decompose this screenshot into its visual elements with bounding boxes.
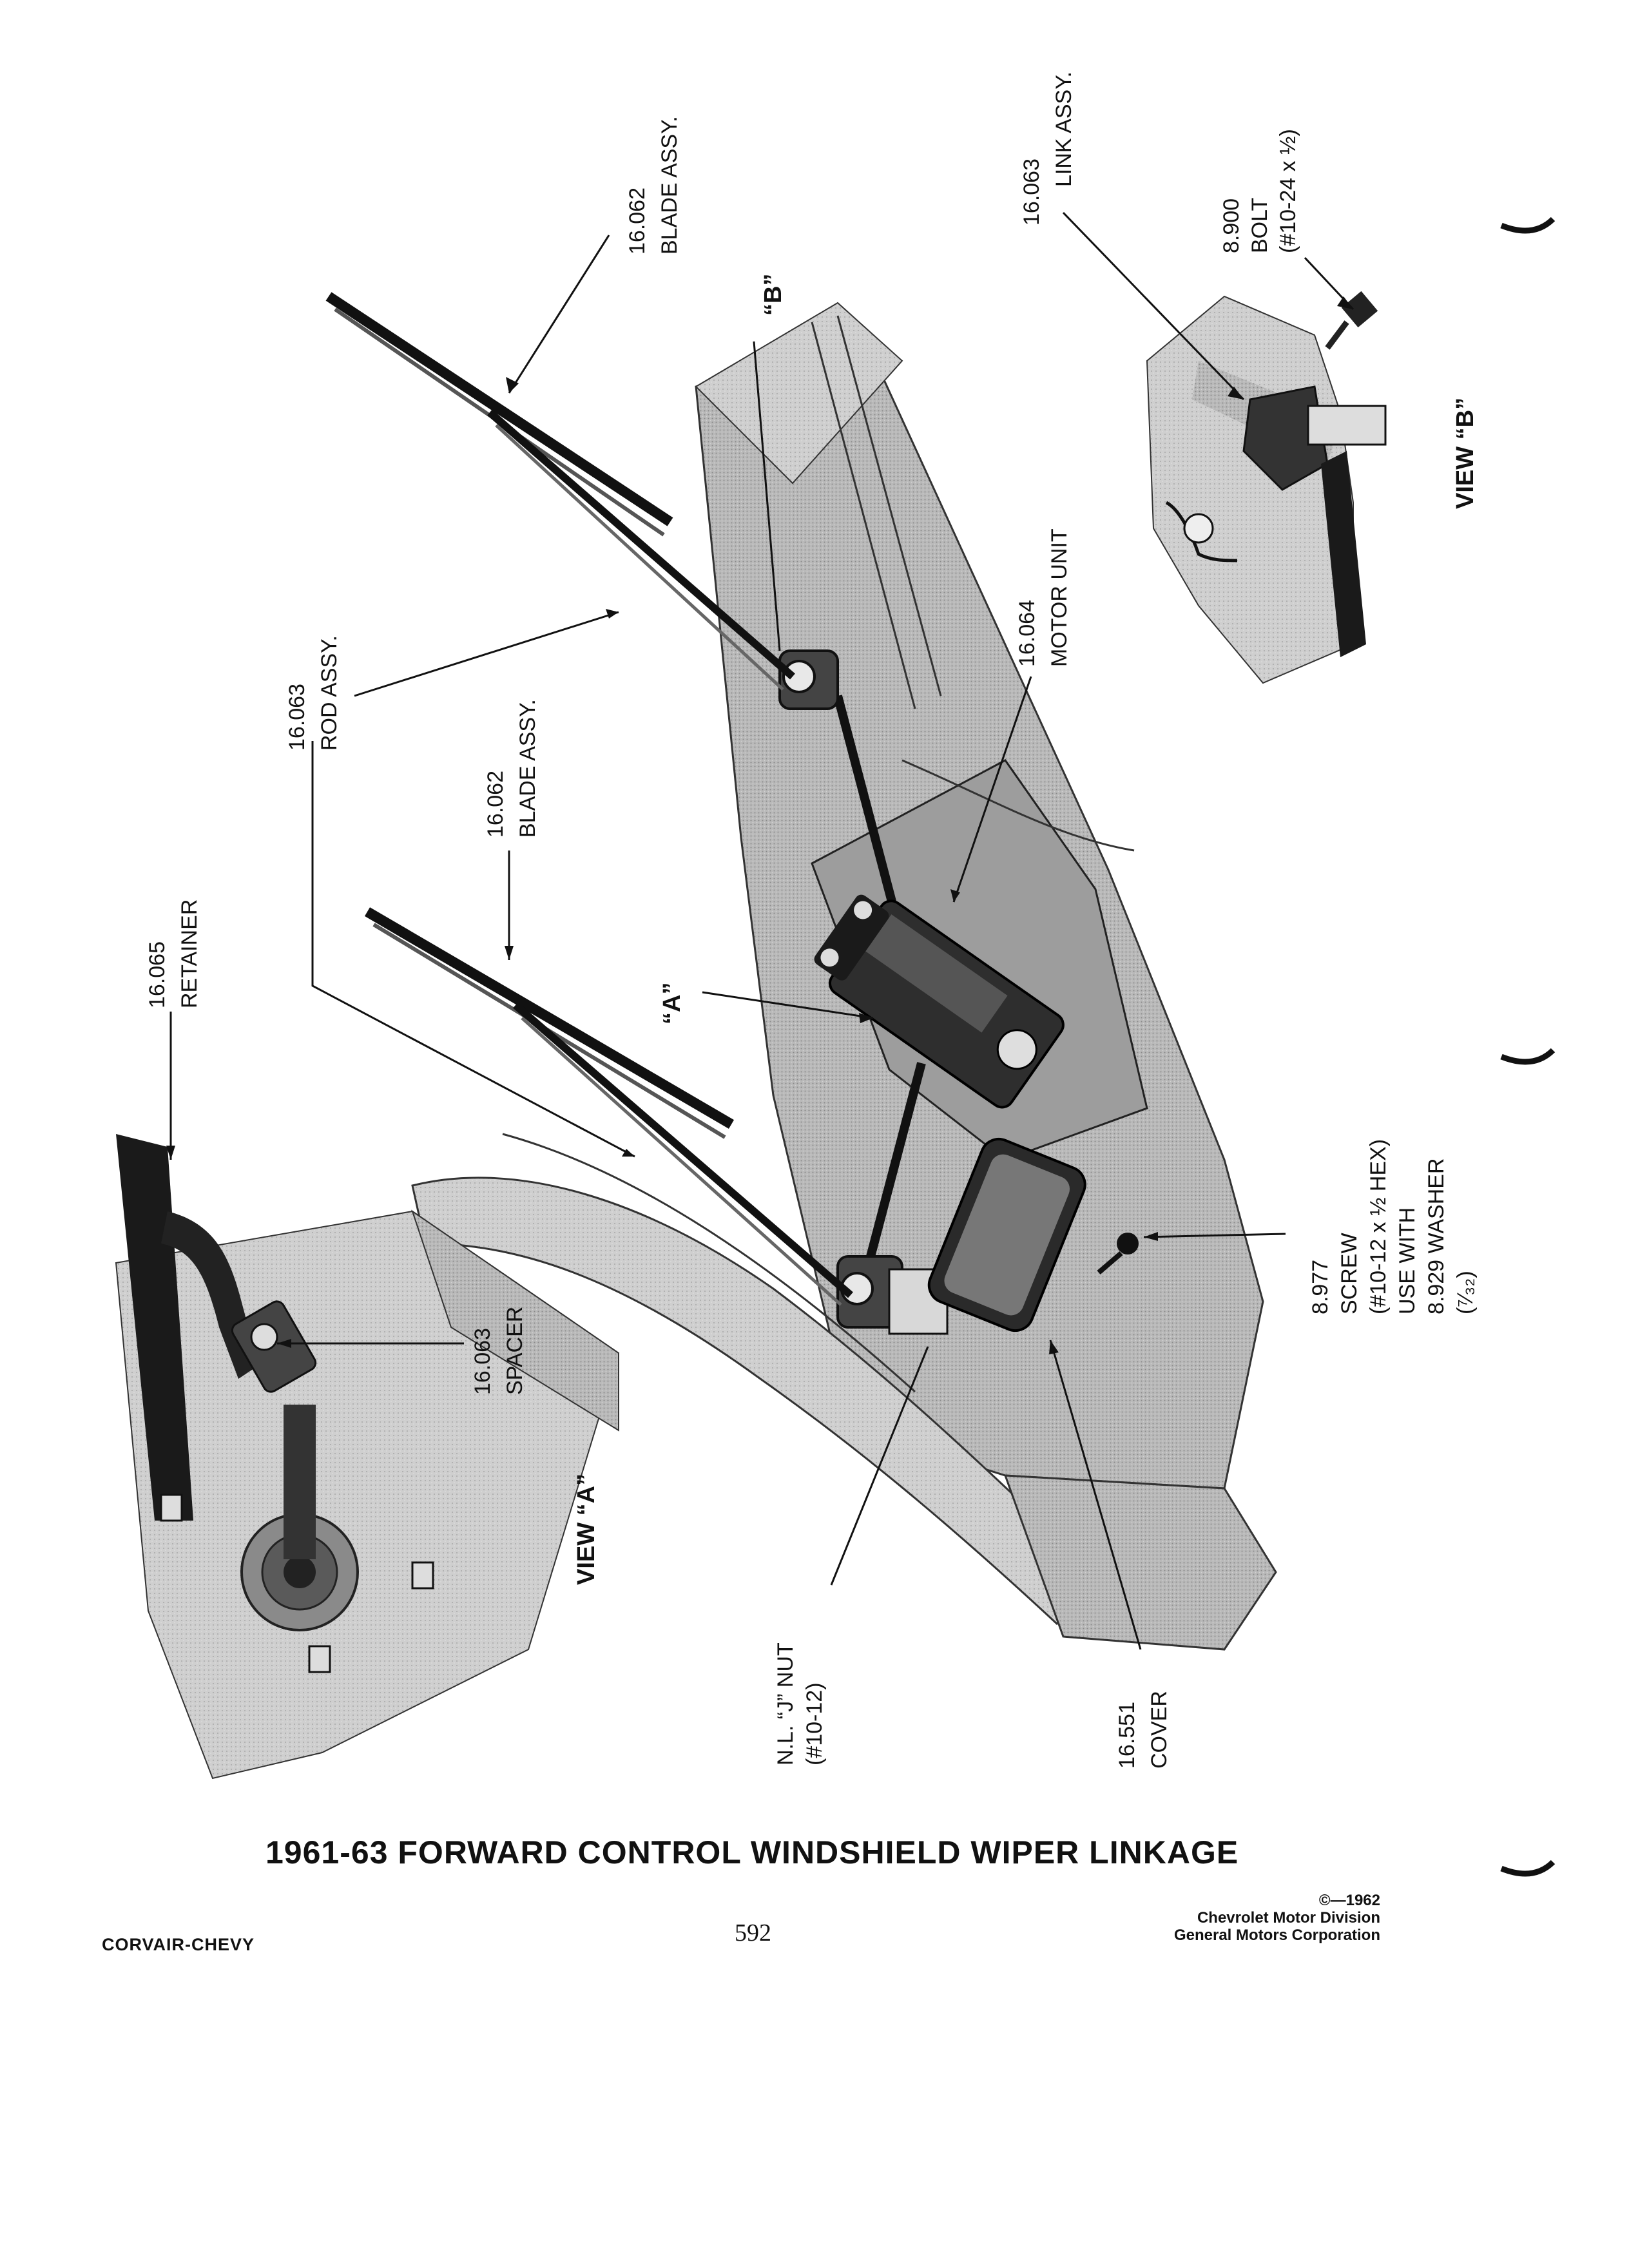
view-b-label: VIEW “B”	[1452, 398, 1479, 509]
upper-wiper	[325, 292, 795, 691]
copyright-line-2: Chevrolet Motor Division	[1197, 1909, 1380, 1927]
screw-line-1: SCREW	[1337, 1233, 1362, 1314]
rod-number: 16.063	[285, 684, 309, 751]
screw-number: 8.977	[1308, 1260, 1333, 1314]
crease-line-4	[901, 759, 1135, 852]
screw-line-5: (⁷⁄₃₂)	[1453, 1271, 1478, 1314]
motor-unit	[814, 894, 1065, 1109]
leader-lines	[166, 211, 1354, 1650]
copyright-line-3: General Motors Corporation	[1173, 1927, 1380, 1944]
copyright-line-1: ©—1962	[1318, 1892, 1380, 1909]
footer-left: CORVAIR-CHEVY	[102, 1935, 255, 1954]
lower-blade	[364, 907, 735, 1129]
crease-line-1	[502, 1133, 916, 1393]
rod-label: ROD ASSY.	[317, 635, 342, 751]
crease-line-2	[811, 322, 916, 709]
view-a-marker: “A”	[659, 983, 686, 1024]
screw-line-3: USE WITH	[1395, 1207, 1420, 1314]
jnut-line-1: N.L. “J” NUT	[773, 1642, 798, 1765]
copyright-block: ©—1962 Chevrolet Motor Division General …	[1174, 1892, 1380, 1944]
link-label: LINK ASSY.	[1052, 72, 1076, 187]
view-b-inset	[1146, 291, 1387, 684]
blade-mid-number: 16.062	[483, 771, 508, 838]
retainer-number: 16.065	[145, 941, 169, 1008]
lower-pivot	[836, 1255, 949, 1335]
lower-arm	[513, 1002, 853, 1298]
cover-screw	[1097, 1233, 1139, 1275]
motor-label: MOTOR UNIT	[1047, 528, 1072, 667]
upper-body-band	[695, 302, 903, 485]
blade-mid-label: BLADE ASSY.	[516, 699, 540, 838]
view-a-inset	[115, 1134, 620, 1780]
jnut-line-2: (#10-12)	[802, 1682, 827, 1765]
cover	[927, 1137, 1086, 1332]
cover-label: COVER	[1147, 1691, 1171, 1769]
bolt-spec: (#10-24 x ½)	[1276, 129, 1300, 253]
binder-mark-3	[1500, 1860, 1556, 1877]
lower-wiper	[364, 907, 853, 1306]
bolt-number: 8.900	[1219, 198, 1244, 253]
binder-mark-1	[1500, 216, 1556, 234]
view-b-marker: “B”	[760, 274, 787, 316]
link-number: 16.063	[1019, 159, 1044, 226]
bolt-label: BOLT	[1248, 198, 1272, 253]
screw-line-4: 8.929 WASHER	[1424, 1158, 1449, 1315]
diagram-title: 1961-63 FORWARD CONTROL WINDSHIELD WIPER…	[265, 1834, 1239, 1870]
spacer-label: SPACER	[503, 1307, 527, 1395]
screw-line-2: (#10-12 x ½ HEX)	[1366, 1139, 1391, 1314]
blade-top-number: 16.062	[625, 187, 650, 255]
cover-number: 16.551	[1115, 1702, 1139, 1769]
retainer-label: RETAINER	[177, 899, 202, 1008]
blade-top-label: BLADE ASSY.	[657, 116, 682, 255]
upper-blade	[325, 292, 673, 526]
motor-number: 16.064	[1015, 600, 1039, 667]
view-a-label: VIEW “A”	[573, 1474, 600, 1585]
upper-pivot	[778, 649, 839, 710]
page-number: 592	[735, 1919, 771, 1946]
upper-arm	[487, 409, 795, 680]
binder-mark-2	[1500, 1048, 1556, 1065]
crease-line-3	[836, 315, 942, 697]
spacer-number: 16.063	[470, 1328, 495, 1395]
body-panels	[411, 302, 1277, 1651]
lower-body-right	[1003, 1474, 1277, 1651]
